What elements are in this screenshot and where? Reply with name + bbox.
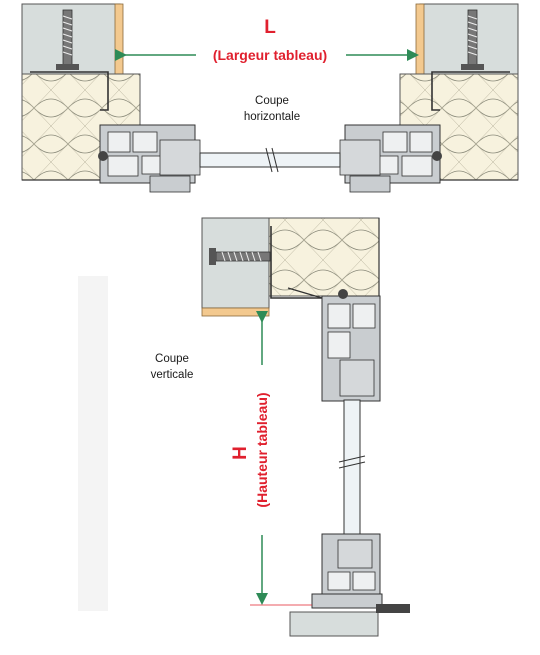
height-letter: H bbox=[230, 446, 251, 460]
header-wall bbox=[201, 217, 380, 317]
height-label: (Hauteur tableau) bbox=[254, 392, 270, 507]
width-letter: L bbox=[264, 17, 276, 38]
sill bbox=[250, 604, 410, 637]
width-label: (Largeur tableau) bbox=[213, 47, 327, 63]
background-strip bbox=[78, 276, 108, 611]
bottom-frame-profile bbox=[311, 533, 383, 609]
vertical-section: H (Hauteur tableau) Coupe verticale bbox=[78, 217, 410, 637]
screw-right bbox=[461, 9, 484, 70]
left-frame-profile bbox=[98, 124, 201, 193]
right-frame-profile bbox=[339, 124, 442, 193]
horizontal-section: L (Largeur tableau) Coupe horizontale bbox=[21, 3, 519, 193]
screw-left bbox=[56, 9, 79, 70]
horizontal-caption-line1: Coupe bbox=[255, 95, 289, 107]
top-frame-profile bbox=[321, 289, 381, 402]
horizontal-caption-line2: horizontale bbox=[244, 111, 300, 123]
glazing-horizontal bbox=[199, 147, 341, 173]
vertical-caption-line2: verticale bbox=[151, 369, 194, 381]
glazing-vertical bbox=[338, 399, 366, 539]
screw-header bbox=[209, 248, 271, 265]
vertical-caption-line1: Coupe bbox=[155, 353, 189, 365]
